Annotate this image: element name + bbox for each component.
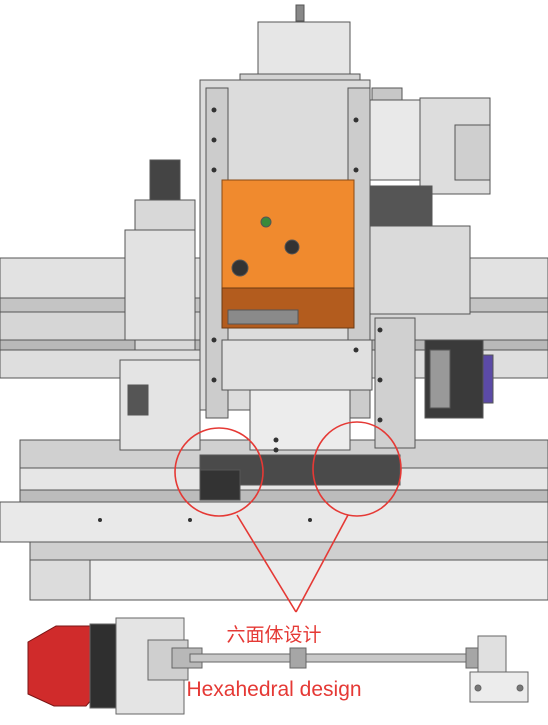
callout-line-left (236, 514, 297, 613)
callout-circle-right (312, 421, 402, 517)
label-hexahedral-en: Hexahedral design (186, 678, 362, 701)
machine-assembly (0, 4, 548, 601)
screw-shaft (189, 647, 491, 669)
bolt-dots (98, 107, 383, 522)
left-tool-post (119, 159, 201, 451)
callout-line-right (295, 514, 349, 613)
right-bearing-mount (469, 635, 529, 703)
lower-slide-block (199, 339, 401, 501)
right-small-motor (424, 339, 494, 419)
left-bearing-mount (115, 617, 203, 715)
callout-circle-left (174, 427, 264, 517)
ball-screw-assembly (27, 617, 529, 715)
orange-carriage (221, 179, 355, 329)
label-hexahedral-cn: 六面体设计 (226, 624, 322, 646)
callout-annotations (174, 421, 402, 613)
